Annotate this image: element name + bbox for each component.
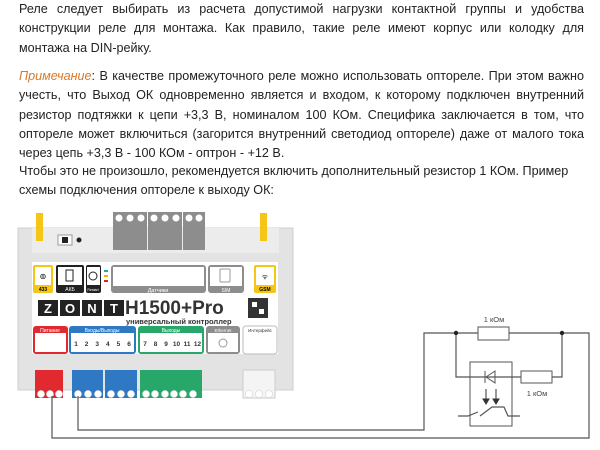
resistor-bottom-label: 1 кОм [527,389,548,398]
label-interfaces: Интерфейс [248,327,272,333]
label-sim: SIM [222,288,231,294]
led-icon [76,237,82,243]
terminal-screw [37,390,45,398]
antenna-gsm-icon [260,213,267,241]
paragraph-note: Примечание: В качестве промежуточного ре… [19,67,584,163]
output-terminal-number: 11 [184,341,191,348]
label-outputs: Выходы [162,328,181,334]
zont-controller: ⊚ 433 АКБ Restart Датчики SIM ᯤ GSM ZONT… [17,212,294,399]
label-io: Входы/Выходы [85,328,120,334]
terminal-screw [245,390,253,398]
sim-icon [219,268,231,283]
io-terminal-number: 1 [74,341,78,348]
terminal-screw [265,390,273,398]
note-label: Примечание [19,69,92,83]
paragraph-recommendation: Чтобы это не произошло, рекомендуется вк… [19,162,584,201]
terminal-screw [46,390,54,398]
output-terminal-number: 9 [164,341,168,348]
restart-icon [88,271,98,281]
io-terminal-number: 4 [106,341,110,348]
output-terminal-number: 8 [154,341,158,348]
label-gsm: GSM [259,287,270,293]
io-terminal-number: 6 [127,341,131,348]
terminal-screw [189,390,197,398]
terminal-screw [84,390,92,398]
optorelay-box [469,361,513,427]
terminal-screw [127,390,135,398]
terminal-screw [161,390,169,398]
output-terminal-number: 10 [173,341,181,348]
junction-dot [453,330,459,336]
output-terminal-number: 12 [194,341,202,348]
label-sensors: Датчики [148,288,169,294]
resistor-1k-top [477,326,510,341]
label-restart: Restart [87,288,98,292]
resistor-top-label: 1 кОм [484,315,505,324]
light-arrows-icon [482,389,500,405]
model-name: H1500+Pro [125,298,224,319]
note-text: : В качестве промежуточного реле можно и… [19,69,584,161]
label-433: 433 [39,287,48,293]
button-icon [62,237,68,243]
terminal-screw [170,390,178,398]
model-subtitle: универсальный контроллер [126,317,232,326]
io-terminal-number: 5 [117,341,121,348]
recommendation-line-2: схемы подключения оптореле к выходу ОК: [19,183,274,198]
io-terminal-number: 3 [95,341,99,348]
terminal-screw [255,390,263,398]
terminal-screw [107,390,115,398]
output-terminal-number: 7 [143,341,147,348]
top-terminals [113,212,205,250]
junction-dot [559,330,565,336]
antenna-433-icon [36,213,43,241]
resistor-1k-series [520,370,553,384]
bottom-terminals [35,369,276,399]
terminal-screw [117,390,125,398]
gsm-signal-icon: ᯤ [262,274,269,281]
diode-icon [484,370,496,384]
paragraph-relay-choice: Реле следует выбирать из расчета допусти… [19,2,584,55]
terminal-screw [179,390,187,398]
label-power: Питание [40,328,60,334]
terminal-screw [151,390,159,398]
label-akb: АКБ [65,287,75,293]
radio-icon: ⊚ [40,272,47,281]
qr-code-icon [248,298,268,318]
battery-icon [65,269,74,282]
terminal-screw [55,390,63,398]
label-ethernet: Ethernet [214,328,232,333]
terminal-screw [94,390,102,398]
ethernet-icon [218,338,228,348]
io-terminal-number: 2 [85,341,89,348]
terminal-screw [142,390,150,398]
recommendation-line-1: Чтобы это не произошло, рекомендуется вк… [19,164,569,178]
